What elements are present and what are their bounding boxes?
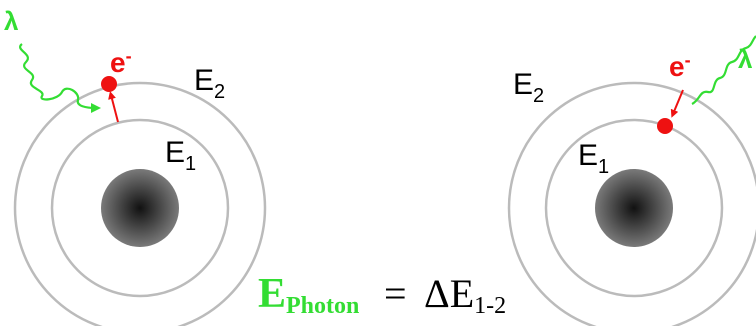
left-nucleus xyxy=(101,169,179,247)
right-inner-level-label: E1 xyxy=(578,139,609,178)
equation-lhs: EPhoton xyxy=(258,271,359,319)
left-photon-wave xyxy=(19,43,101,113)
right-outer-level-label: E2 xyxy=(513,68,544,107)
right-electron xyxy=(657,118,673,134)
equation-rhs: ΔE1-2 xyxy=(424,271,506,319)
right-inner-orbit xyxy=(544,118,724,298)
left-electron-transition-arrow xyxy=(108,91,119,123)
left-inner-orbit xyxy=(50,118,230,298)
right-atom: e- λ E2 E1 xyxy=(507,35,756,326)
left-outer-level-label: E2 xyxy=(194,64,225,103)
right-nucleus xyxy=(595,169,673,247)
left-photon-lambda: λ xyxy=(4,6,19,36)
left-atom: λ e- E2 E1 xyxy=(4,6,267,326)
photon-energy-equation: EPhoton = ΔE1-2 xyxy=(258,271,506,319)
left-electron-label: e- xyxy=(110,46,132,78)
left-outer-orbit xyxy=(13,81,267,326)
right-electron-label: e- xyxy=(669,50,691,82)
right-photon-wave xyxy=(691,35,756,105)
left-inner-level-label: E1 xyxy=(165,136,196,175)
equation-equals: = xyxy=(384,271,407,316)
right-photon-lambda: λ xyxy=(738,44,753,74)
left-electron xyxy=(101,76,117,92)
right-outer-orbit xyxy=(507,81,756,326)
right-electron-transition-arrow xyxy=(670,89,684,118)
